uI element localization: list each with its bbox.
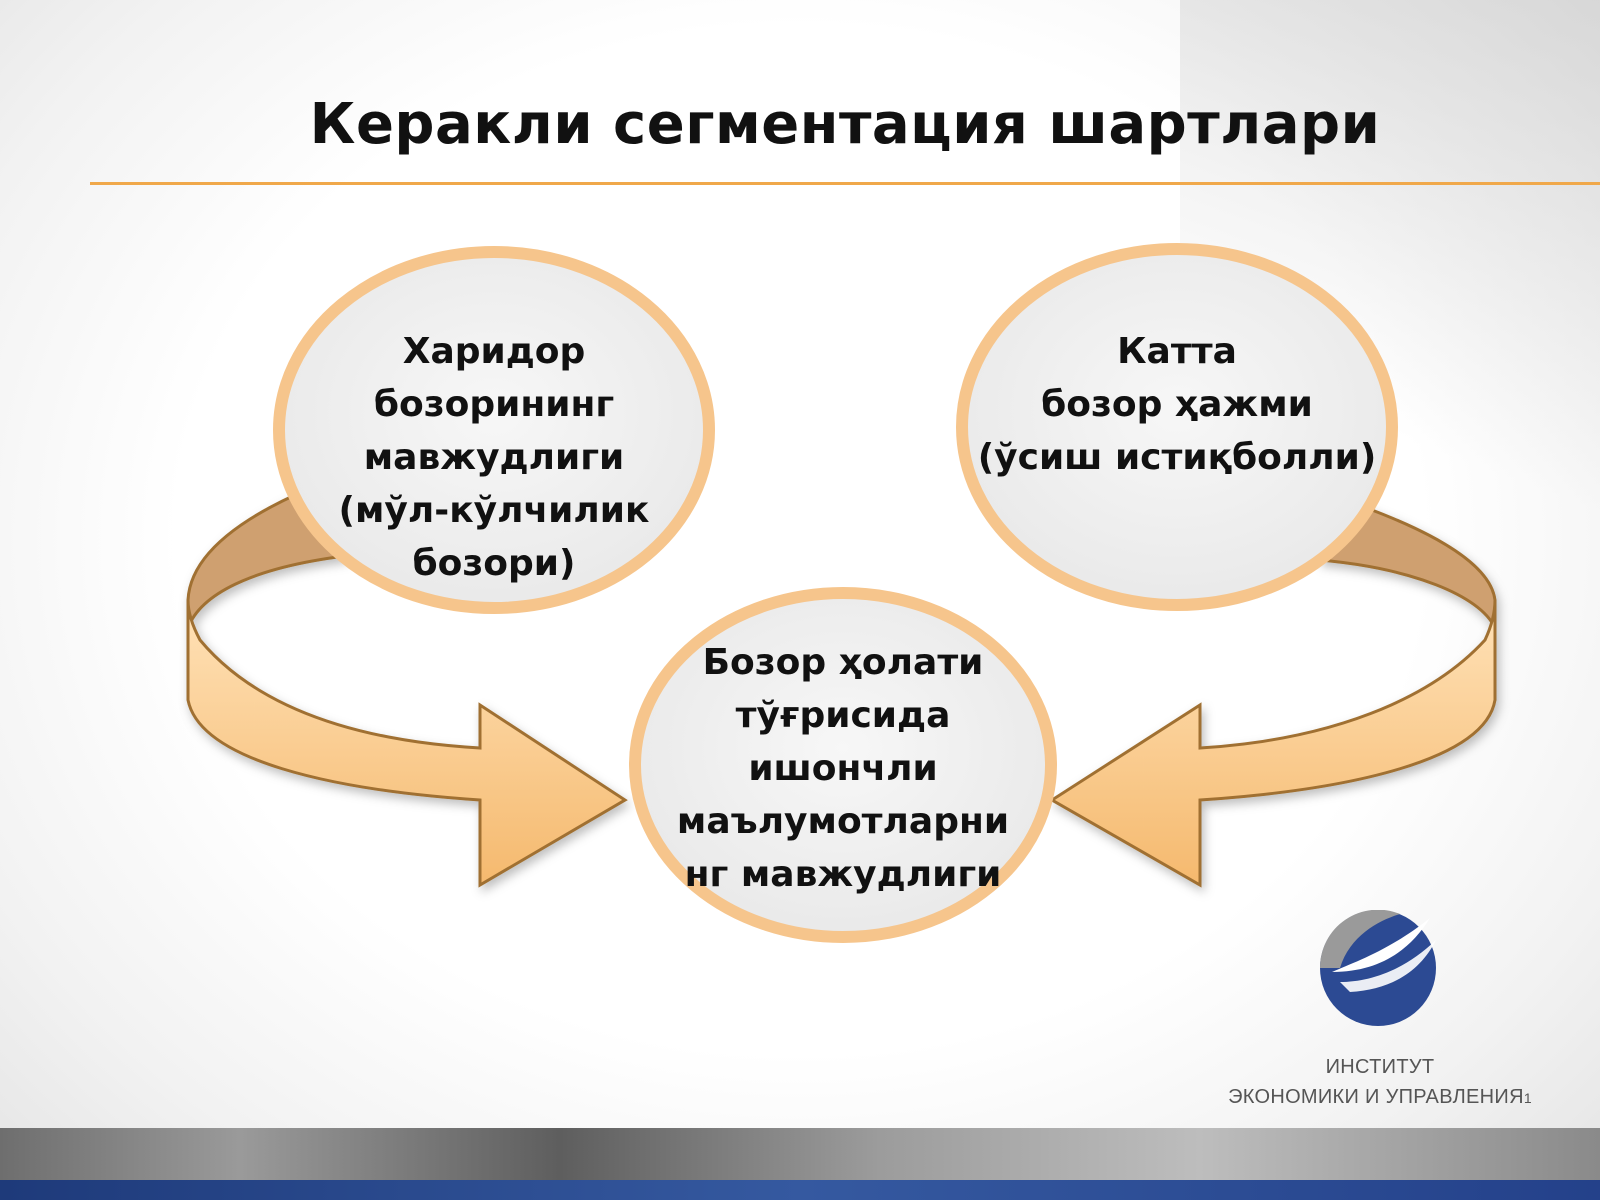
right-node-line: (ўсиш истиқболли) xyxy=(977,437,1377,478)
left-node-line: бозори) xyxy=(412,543,576,584)
center-node-line: ишончли xyxy=(748,748,938,789)
left-node-line: Харидор xyxy=(402,331,586,372)
right-arrow-front-face xyxy=(1049,599,1497,888)
center-node-circle xyxy=(629,587,1057,943)
institute-name-line2-text: ЭКОНОМИКИ И УПРАВЛЕНИЯ xyxy=(1228,1086,1524,1108)
slide-title: Керакли сегментация шартлари xyxy=(309,92,1381,157)
right-node-line: Катта xyxy=(1117,331,1237,372)
center-node-line: маълумотларни xyxy=(676,801,1010,842)
title-underline xyxy=(90,182,1600,185)
left-node-circle xyxy=(273,246,715,614)
footer-strip xyxy=(0,1180,1600,1200)
left-node-text: Харидор бозорининг мавжудлиги (мўл-кўлчи… xyxy=(294,325,694,590)
center-node-line: тўғрисида xyxy=(735,695,951,736)
institute-name: ИНСТИТУТ ЭКОНОМИКИ И УПРАВЛЕНИЯ1 xyxy=(1180,1052,1580,1113)
right-node-line: бозор ҳажми xyxy=(1041,384,1313,425)
center-node-line: нг мавжудлиги xyxy=(684,854,1002,895)
center-node-line: Бозор ҳолати xyxy=(702,642,984,683)
institute-logo-icon xyxy=(1319,910,1436,1026)
page-number: 1 xyxy=(1523,1090,1532,1106)
left-node-line: мавжудлиги xyxy=(363,437,625,478)
left-node-line: (мўл-кўлчилик xyxy=(338,490,650,531)
right-node-circle xyxy=(956,243,1398,611)
center-node-text: Бозор ҳолати тўғрисида ишончли маълумотл… xyxy=(643,636,1043,901)
right-node-text: Катта бозор ҳажми (ўсиш истиқболли) xyxy=(967,325,1387,484)
right-curved-arrow xyxy=(1049,493,1497,888)
footer-bar xyxy=(0,1128,1600,1180)
left-curved-arrow xyxy=(186,493,628,888)
institute-name-line1: ИНСТИТУТ xyxy=(1325,1056,1435,1078)
institute-name-line2: ЭКОНОМИКИ И УПРАВЛЕНИЯ1 xyxy=(1180,1082,1580,1113)
left-arrow-front-face xyxy=(186,599,628,888)
left-node-line: бозорининг xyxy=(373,384,615,425)
